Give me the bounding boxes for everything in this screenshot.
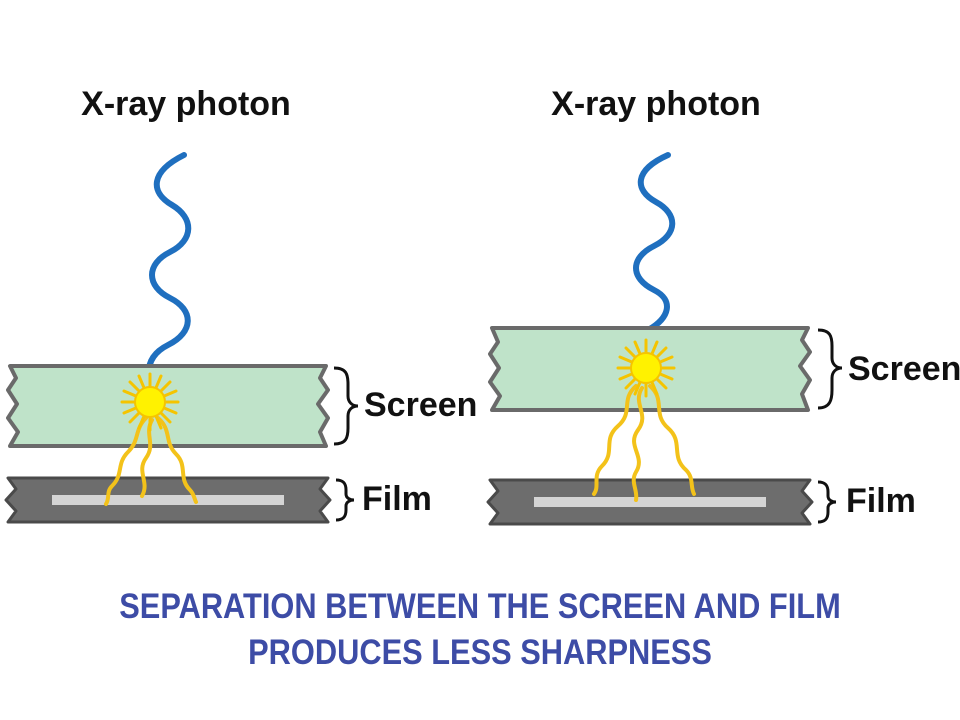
xray-photon-wave xyxy=(629,152,676,359)
film-label: Film xyxy=(846,482,916,520)
screen-label: Screen xyxy=(848,350,960,388)
screen-brace-icon xyxy=(333,366,359,446)
screen-label: Screen xyxy=(364,386,477,424)
caption-line-1: SEPARATION BETWEEN THE SCREEN AND FILM xyxy=(119,587,841,626)
film-emulsion-strip xyxy=(534,497,766,507)
film-layer xyxy=(486,478,814,526)
film-brace-icon xyxy=(335,478,355,522)
photon-label: X-ray photon xyxy=(81,85,291,123)
photon-label: X-ray photon xyxy=(551,85,761,123)
film-brace-icon xyxy=(817,480,837,524)
light-waves xyxy=(592,384,696,502)
screen-brace-icon xyxy=(817,328,843,410)
light-flash-icon xyxy=(616,338,676,398)
caption-line-2: PRODUCES LESS SHARPNESS xyxy=(248,633,712,672)
film-emulsion-strip xyxy=(52,495,284,505)
panel-separated: X-ray photon xyxy=(486,85,960,526)
xray-photon-wave xyxy=(145,152,192,387)
film-label: Film xyxy=(362,480,432,518)
film-layer xyxy=(4,476,332,524)
light-flash-icon xyxy=(120,372,180,432)
panel-close-contact: X-ray photon xyxy=(4,85,477,524)
screen-layer xyxy=(6,364,330,448)
light-waves xyxy=(104,416,198,506)
